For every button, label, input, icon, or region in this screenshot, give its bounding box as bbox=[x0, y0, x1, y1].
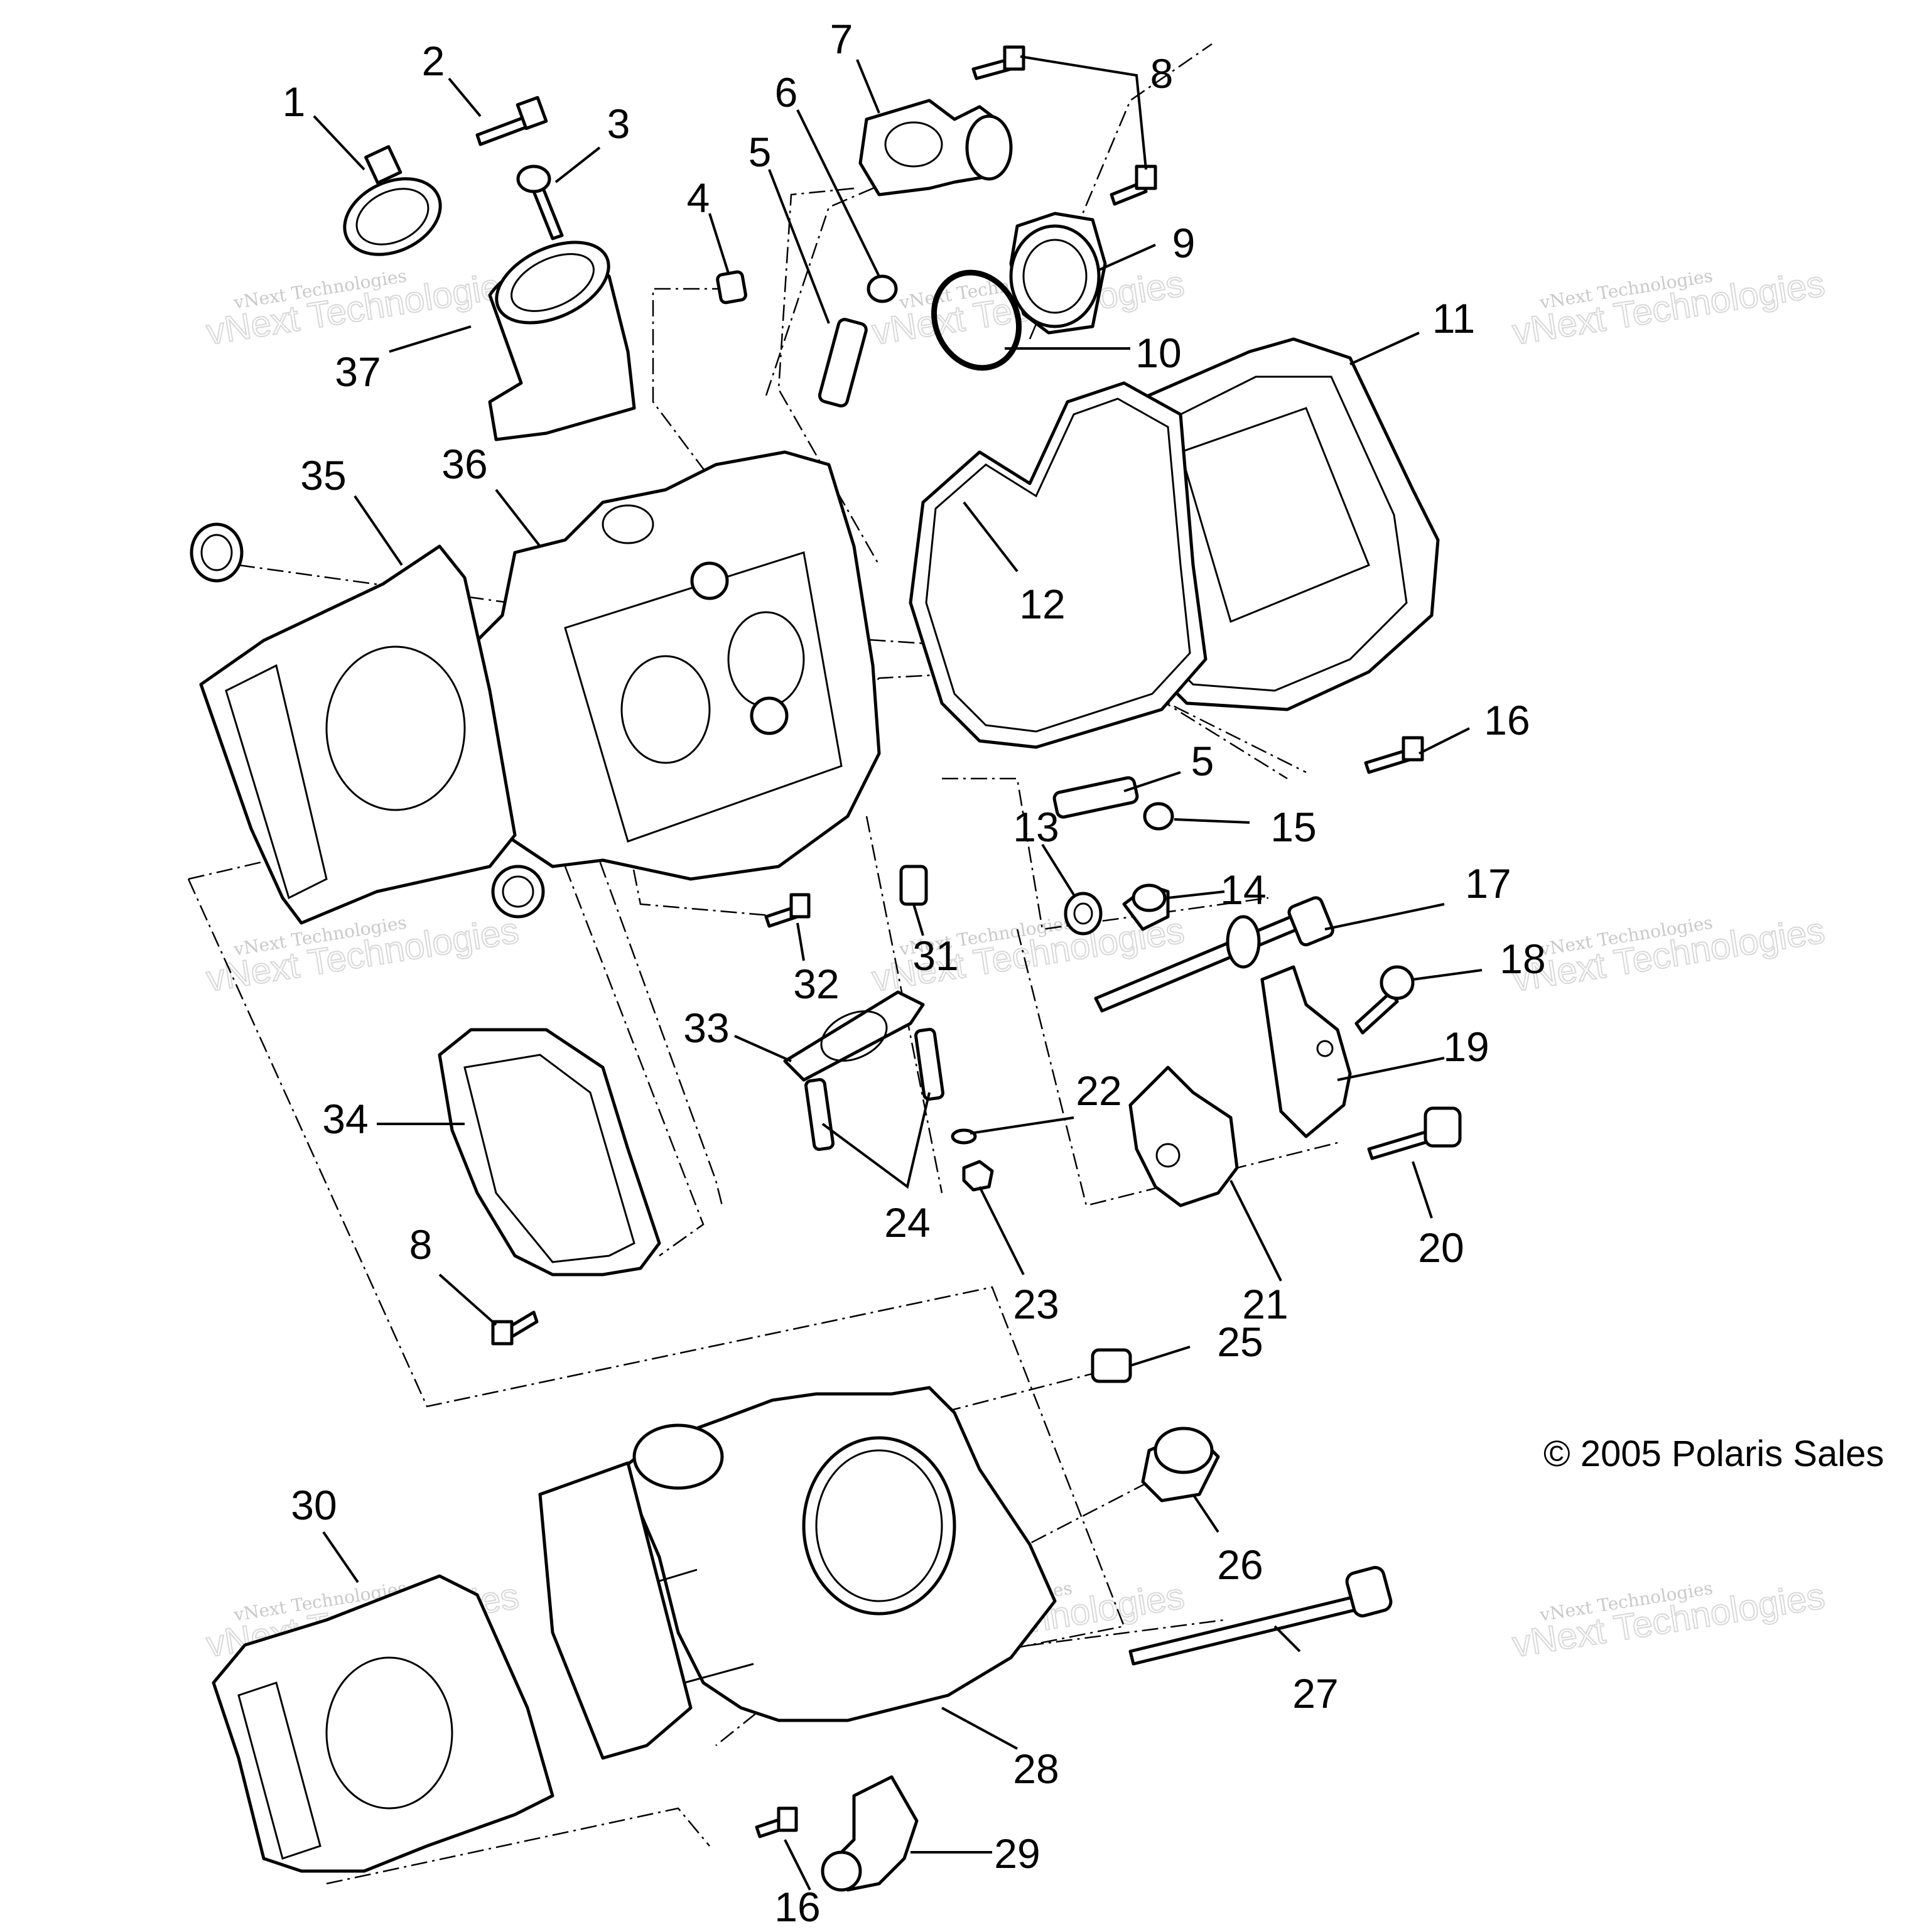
callout-20: 20 bbox=[1418, 1224, 1464, 1271]
base-gasket-30 bbox=[212, 1574, 554, 1873]
callout-4: 4 bbox=[687, 175, 710, 221]
nut-23 bbox=[962, 1160, 994, 1192]
callout-13: 13 bbox=[1013, 804, 1059, 850]
callout-14: 14 bbox=[1220, 866, 1266, 913]
callout-15: 15 bbox=[1270, 804, 1316, 850]
intake-boot bbox=[488, 240, 636, 441]
bolt-18 bbox=[1354, 965, 1415, 1035]
gasket-28 bbox=[538, 1461, 693, 1760]
callout-36: 36 bbox=[441, 441, 487, 487]
callout-25: 25 bbox=[1217, 1319, 1263, 1365]
gasket-33 bbox=[783, 990, 925, 1082]
callout-27: 27 bbox=[1292, 1670, 1338, 1717]
callout-2: 2 bbox=[422, 38, 445, 84]
plug-15 bbox=[1143, 802, 1174, 831]
callout-16-lower: 16 bbox=[774, 1884, 820, 1929]
callout-30: 30 bbox=[291, 1482, 337, 1528]
callout-19: 19 bbox=[1443, 1023, 1489, 1070]
callout-21: 21 bbox=[1242, 1281, 1288, 1327]
pin-5-top bbox=[818, 318, 868, 407]
callout-12: 12 bbox=[1019, 581, 1065, 627]
pin-5-lower bbox=[1052, 776, 1139, 819]
seal-35 bbox=[190, 522, 244, 583]
callout-9: 9 bbox=[1172, 220, 1196, 266]
callout-6: 6 bbox=[775, 69, 798, 116]
elbow-29 bbox=[821, 1775, 919, 1892]
bolt-8-lower bbox=[491, 1310, 539, 1346]
bolt-27 bbox=[1128, 1566, 1393, 1666]
thermostat-housing-9 bbox=[1009, 212, 1107, 335]
bolt-20 bbox=[1367, 1106, 1462, 1160]
callout-3: 3 bbox=[607, 100, 630, 147]
bracket-19 bbox=[1260, 965, 1352, 1138]
callout-5: 5 bbox=[748, 129, 772, 175]
callout-10: 10 bbox=[1135, 330, 1181, 376]
dowel-31 bbox=[899, 865, 928, 906]
callout-35: 35 bbox=[300, 452, 346, 499]
callouts: 1 2 3 4 5 6 7 8 9 10 11 12 35 36 37 16 5… bbox=[283, 16, 1546, 1930]
plug-14 bbox=[1122, 883, 1170, 931]
callout-11: 11 bbox=[1432, 295, 1476, 342]
cover-34 bbox=[438, 1028, 661, 1276]
callout-37: 37 bbox=[335, 348, 381, 395]
head-gasket-35 bbox=[199, 544, 517, 925]
callout-32: 32 bbox=[793, 961, 839, 1007]
bolt-17 bbox=[1094, 896, 1334, 1013]
callout-24: 24 bbox=[884, 1199, 930, 1246]
bolt-16-lower bbox=[755, 1806, 798, 1838]
water-outlet-7 bbox=[858, 99, 1013, 197]
fitting-26 bbox=[1141, 1427, 1220, 1503]
callout-8-lower: 8 bbox=[409, 1221, 433, 1268]
callout-5-lower: 5 bbox=[1191, 738, 1214, 784]
o-ring-10 bbox=[931, 269, 1022, 371]
callout-33: 33 bbox=[683, 1005, 729, 1051]
bolt-32 bbox=[764, 893, 811, 928]
callout-31: 31 bbox=[912, 932, 958, 979]
callout-1: 1 bbox=[283, 78, 306, 125]
dowel-25 bbox=[1091, 1348, 1132, 1383]
dowel-4 bbox=[716, 270, 747, 305]
hose-clamp bbox=[343, 145, 442, 256]
seal-36-small bbox=[491, 865, 545, 919]
leader-lines bbox=[313, 55, 1483, 1891]
callout-18: 18 bbox=[1499, 936, 1545, 982]
cylinder-28 bbox=[620, 1386, 1057, 1722]
bolts-8 bbox=[971, 45, 1157, 206]
callout-17: 17 bbox=[1465, 860, 1511, 907]
callout-23: 23 bbox=[1013, 1281, 1059, 1327]
washer-13 bbox=[1064, 892, 1103, 936]
callout-26: 26 bbox=[1217, 1541, 1263, 1588]
plug-6 bbox=[867, 274, 898, 303]
valve-cover-gasket-12 bbox=[909, 381, 1208, 749]
clip-22 bbox=[951, 1128, 977, 1145]
callout-28: 28 bbox=[1013, 1746, 1059, 1792]
bolt-3 bbox=[516, 165, 564, 240]
callout-22: 22 bbox=[1076, 1067, 1121, 1114]
copyright-text: © 2005 Polaris Sales bbox=[1543, 1433, 1884, 1474]
bolt-2 bbox=[475, 95, 548, 146]
callout-34: 34 bbox=[322, 1096, 368, 1142]
bolt-16-upper bbox=[1364, 736, 1424, 774]
cylinder-head-36 bbox=[463, 450, 881, 881]
callout-16: 16 bbox=[1484, 697, 1530, 743]
callout-29: 29 bbox=[994, 1830, 1040, 1877]
callout-7: 7 bbox=[830, 16, 853, 62]
bracket-21 bbox=[1128, 1066, 1239, 1207]
studs-24 bbox=[804, 1027, 944, 1152]
callout-8: 8 bbox=[1150, 50, 1174, 97]
